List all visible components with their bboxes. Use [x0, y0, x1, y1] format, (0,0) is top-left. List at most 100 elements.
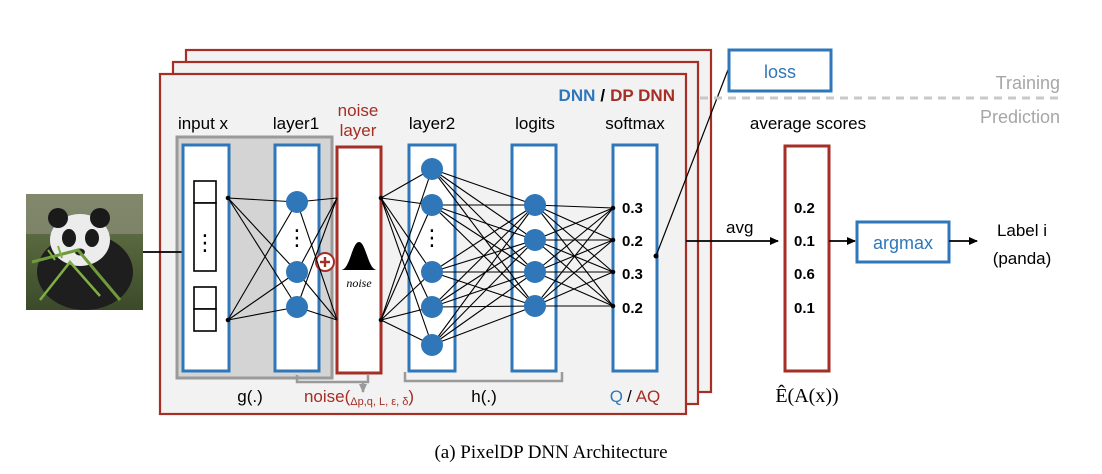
edge-input-layer1 — [227, 271, 298, 321]
edge-noise-layer2 — [380, 197, 433, 273]
noise-layer-label-line1: noise — [338, 101, 379, 120]
layer1-node — [286, 261, 308, 283]
q-aq-slash: / — [627, 387, 632, 406]
h-function-bracket — [403, 372, 564, 383]
training-label: Training — [996, 73, 1060, 93]
edge-layer2-logits — [431, 239, 536, 308]
noise-function-prefix: noise( — [304, 387, 351, 406]
edge-layer2-logits — [431, 239, 536, 346]
aq-label: AQ — [636, 387, 661, 406]
edge-logits-softmax — [534, 204, 614, 241]
prediction-label: Prediction — [980, 107, 1060, 127]
loss-box — [727, 48, 833, 93]
layer2-node — [421, 194, 443, 216]
edge-layer2-logits — [431, 271, 536, 346]
edge-input-layer1 — [227, 197, 298, 273]
input-ellipsis: ⋮ — [194, 231, 216, 256]
layer2-node — [421, 334, 443, 356]
layer1-node — [286, 296, 308, 318]
average-score-1: 0.2 — [794, 200, 815, 217]
softmax-connector-dot — [610, 237, 616, 243]
edge-layer2-logits — [431, 305, 536, 346]
layer2-node — [421, 158, 443, 180]
edge-layer2-logits — [431, 271, 536, 308]
softmax-label: softmax — [605, 114, 665, 133]
layer1-label: layer1 — [273, 114, 319, 133]
edge-logits-softmax — [534, 207, 614, 241]
argmax-box — [855, 220, 951, 264]
loss-connector — [655, 61, 732, 257]
edge-layer2-logits — [431, 204, 536, 308]
edge-layer1-noise — [296, 197, 338, 308]
layer1-ellipsis: ⋮ — [286, 226, 308, 251]
layer2-node — [421, 296, 443, 318]
g-function-label: g(.) — [237, 387, 263, 406]
edge-input-layer1 — [227, 197, 298, 308]
layer1-node — [286, 191, 308, 213]
softmax-score-2: 0.2 — [622, 233, 643, 250]
edge-input-layer1 — [227, 306, 298, 321]
network-connections — [225, 168, 616, 346]
softmax-output-dot — [653, 253, 659, 259]
q-aq-label: Q/AQ — [610, 387, 661, 406]
layer2-label: layer2 — [409, 114, 455, 133]
edge-layer2-logits — [431, 204, 536, 241]
q-label: Q — [610, 387, 623, 406]
noise-bracket — [295, 375, 370, 384]
edge-layer2-logits — [431, 204, 536, 273]
edge-logits-softmax — [534, 207, 614, 307]
softmax-score-3: 0.3 — [622, 266, 643, 283]
edge-noise-layer2 — [380, 197, 433, 346]
noise-layer-label-line2: layer — [340, 121, 377, 140]
label-output-line1: Label i — [997, 221, 1047, 240]
edge-layer1-noise — [296, 197, 338, 273]
softmax-connector-dot — [610, 205, 616, 211]
edge-input-layer1 — [227, 201, 298, 321]
layer2-box — [407, 143, 457, 373]
softmax-box — [611, 143, 659, 373]
argmax-label: argmax — [873, 233, 933, 253]
layer1-box — [273, 143, 321, 373]
noise-function-label: noise(Δp,q, L, ε, δ) — [304, 387, 414, 408]
edge-noise-layer2 — [380, 168, 433, 321]
edge-logits-softmax — [534, 204, 614, 209]
logits-label: logits — [515, 114, 555, 133]
logits-node — [524, 295, 546, 317]
expectation-label: Ê(A(x)) — [775, 384, 838, 407]
logits-node — [524, 261, 546, 283]
noise-function-sub: Δp,q, L, ε, δ — [350, 396, 408, 408]
softmax-connector-dot — [610, 269, 616, 275]
edge-logits-softmax — [534, 239, 614, 307]
layer2-node — [421, 261, 443, 283]
edge-layer2-logits — [431, 168, 536, 273]
edge-layer2-logits — [431, 204, 536, 346]
noise-function-suffix: ) — [408, 387, 414, 406]
edge-noise-layer2 — [380, 204, 433, 321]
edge-noise-layer2 — [380, 197, 433, 308]
dnn-title: DNN — [559, 86, 596, 105]
edge-logits-softmax — [534, 271, 614, 307]
edge-logits-softmax — [534, 204, 614, 273]
edge-layer2-logits — [431, 168, 536, 206]
input-label: input x — [178, 114, 229, 133]
input-vector — [193, 180, 217, 332]
edge-layer2-logits — [431, 168, 536, 307]
softmax-score-1: 0.3 — [622, 200, 643, 217]
softmax-score-4: 0.2 — [622, 300, 643, 317]
figure-caption: (a) PixelDP DNN Architecture — [434, 442, 667, 463]
edge-input-layer1 — [227, 197, 298, 203]
title-slash: / — [600, 86, 605, 105]
noise-gaussian-icon — [341, 242, 377, 270]
average-score-4: 0.1 — [794, 300, 815, 317]
noise-glyph-label: noise — [346, 276, 372, 290]
edge-layer2-logits — [431, 305, 536, 308]
logits-node — [524, 194, 546, 216]
average-score-2: 0.1 — [794, 233, 815, 250]
model-title: DNN/DP DNN — [559, 86, 675, 105]
edge-logits-softmax — [534, 239, 614, 273]
layer2-ellipsis: ⋮ — [421, 226, 443, 251]
panda-image — [26, 194, 143, 310]
edge-noise-layer2 — [380, 271, 433, 321]
loss-label: loss — [764, 62, 796, 82]
